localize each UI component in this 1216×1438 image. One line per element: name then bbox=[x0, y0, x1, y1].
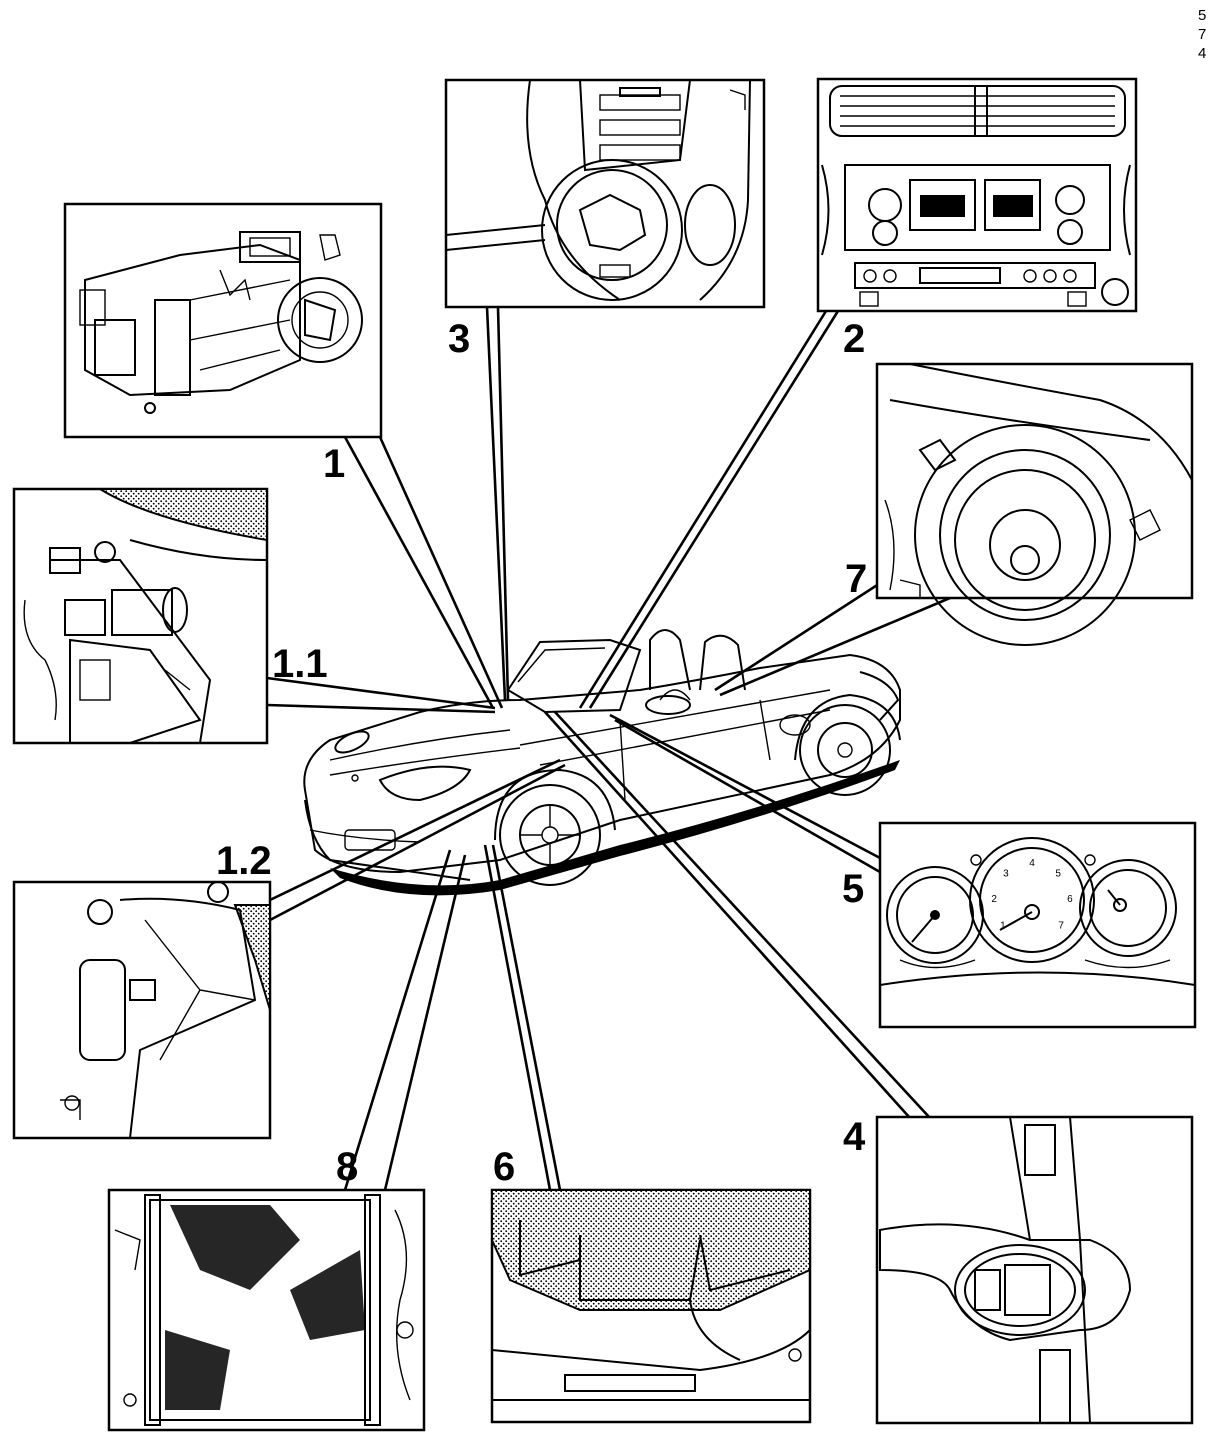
tachometer-number: 3 bbox=[1003, 868, 1009, 879]
tachometer-number: 7 bbox=[1058, 920, 1064, 931]
callout-2: 2 bbox=[843, 317, 865, 361]
callout-8: 8 bbox=[336, 1145, 358, 1189]
panel-flap-actuators bbox=[12, 487, 269, 745]
tachometer-number: 2 bbox=[991, 894, 997, 905]
panel-footwell-sensor bbox=[12, 880, 272, 1140]
panel-instrument-cluster: 1 2 3 4 5 6 7 bbox=[878, 821, 1197, 1029]
panel-door-switch bbox=[875, 1115, 1194, 1425]
tachometer-numbers: 1 2 3 4 5 6 7 bbox=[991, 858, 1073, 931]
panel-condenser bbox=[107, 1188, 426, 1432]
page-code-digit: 5 bbox=[1198, 7, 1206, 24]
callout-6: 6 bbox=[493, 1145, 515, 1189]
callout-3: 3 bbox=[448, 317, 470, 361]
panel-center-console bbox=[444, 78, 766, 309]
page-code-digit: 4 bbox=[1198, 45, 1206, 62]
leader-lines bbox=[266, 306, 951, 1191]
car-illustration bbox=[303, 629, 901, 896]
panel-climate-control bbox=[816, 77, 1138, 313]
panel-ac-compressor bbox=[875, 362, 1194, 646]
tachometer-number: 4 bbox=[1029, 858, 1035, 869]
callout-5: 5 bbox=[842, 867, 864, 911]
tachometer-number: 1 bbox=[1000, 920, 1006, 931]
panel-heater-unit bbox=[63, 202, 383, 439]
callout-1-1: 1.1 bbox=[272, 642, 328, 686]
callout-1-2: 1.2 bbox=[216, 839, 272, 883]
tachometer-number: 5 bbox=[1055, 868, 1061, 879]
callout-1: 1 bbox=[323, 442, 345, 486]
callout-7: 7 bbox=[845, 557, 867, 601]
panel-trim-sensor bbox=[490, 1188, 812, 1424]
page-code: 5 7 4 bbox=[1198, 7, 1206, 62]
tachometer-number: 6 bbox=[1067, 894, 1073, 905]
callout-4: 4 bbox=[843, 1115, 866, 1159]
page-code-digit: 7 bbox=[1198, 26, 1206, 43]
